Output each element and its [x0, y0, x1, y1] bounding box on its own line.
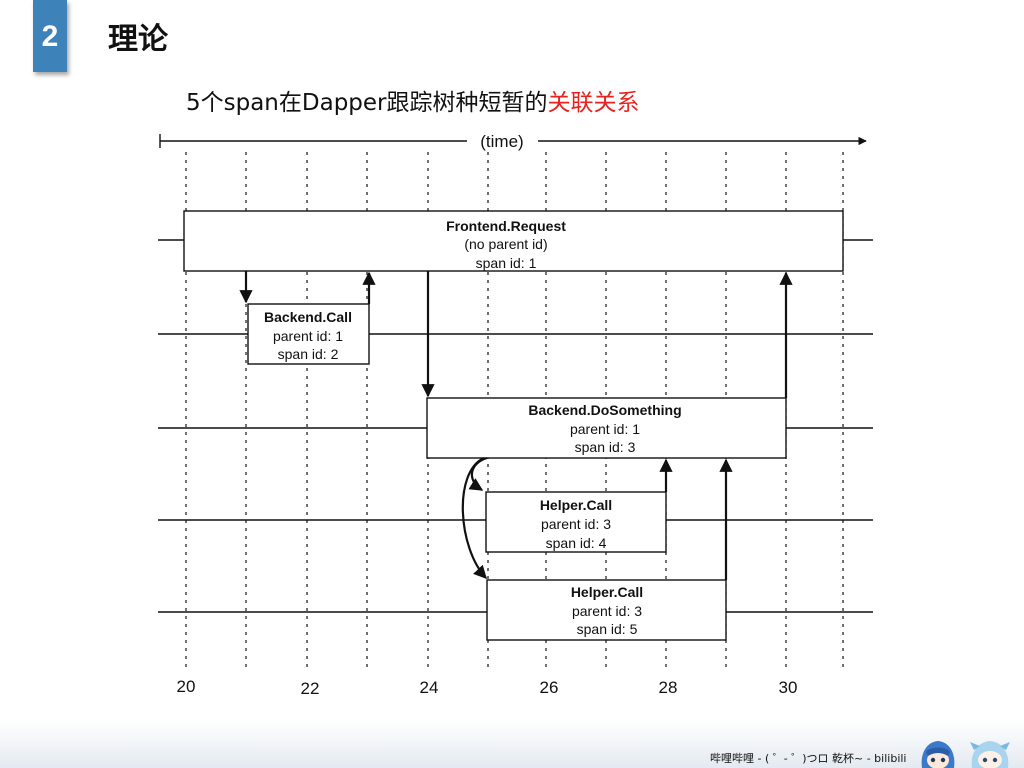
footer-band: [0, 720, 1024, 768]
tick-label: 24: [420, 678, 439, 697]
tick-label: 22: [301, 679, 320, 698]
subtitle-main-text: 5个span在Dapper跟踪树种短暂的: [186, 90, 548, 116]
time-axis: [159, 134, 867, 148]
span-backend-call: Backend.Call parent id: 1 span id: 2: [247, 303, 370, 365]
span-id: span id: 4: [546, 535, 607, 551]
slide-subtitle: 5个span在Dapper跟踪树种短暂的关联关系: [186, 83, 640, 117]
bilibili-watermark: 哔哩哔哩 - ( ゜- ゜)つロ 乾杯~ - bilibili: [710, 752, 907, 765]
span-id: span id: 1: [476, 255, 537, 271]
span-backend-dosomething: Backend.DoSomething parent id: 1 span id…: [426, 397, 787, 459]
mascot-22-icon: [921, 741, 955, 768]
time-tick-labels: 20 22 24 26 28 30: [177, 677, 798, 698]
arrow-call-helper-5: [461, 456, 487, 579]
span-id: span id: 5: [577, 621, 638, 637]
span-parent-id: parent id: 3: [541, 516, 611, 532]
span-helper-call-4: Helper.Call parent id: 3 span id: 4: [485, 491, 667, 553]
span-title: Backend.DoSomething: [528, 402, 681, 418]
tick-label: 30: [779, 678, 798, 697]
arrow-call-helper-4: [468, 456, 488, 491]
span-frontend-request: Frontend.Request (no parent id) span id:…: [183, 210, 844, 272]
span-id: span id: 3: [575, 439, 636, 455]
tick-label: 26: [540, 678, 559, 697]
span-parent-id: parent id: 1: [273, 328, 343, 344]
span-id: span id: 2: [278, 346, 339, 362]
span-title: Backend.Call: [264, 309, 352, 325]
tick-label: 20: [177, 677, 196, 696]
mascot-33-icon: [970, 741, 1010, 768]
slide-heading: 理论: [108, 22, 168, 57]
time-axis-label: (time): [480, 132, 523, 151]
span-parent-id: parent id: 3: [572, 603, 642, 619]
span-parent-id: parent id: 1: [570, 421, 640, 437]
tick-label: 28: [659, 678, 678, 697]
span-helper-call-5: Helper.Call parent id: 3 span id: 5: [486, 579, 727, 641]
call-arrows: [239, 271, 793, 580]
span-title: Frontend.Request: [446, 218, 566, 234]
span-title: Helper.Call: [540, 497, 612, 513]
subtitle-highlight-text: 关联关系: [547, 90, 640, 116]
span-title: Helper.Call: [571, 584, 643, 600]
span-parent-id: (no parent id): [464, 236, 547, 252]
section-number-badge: 2: [33, 0, 67, 72]
